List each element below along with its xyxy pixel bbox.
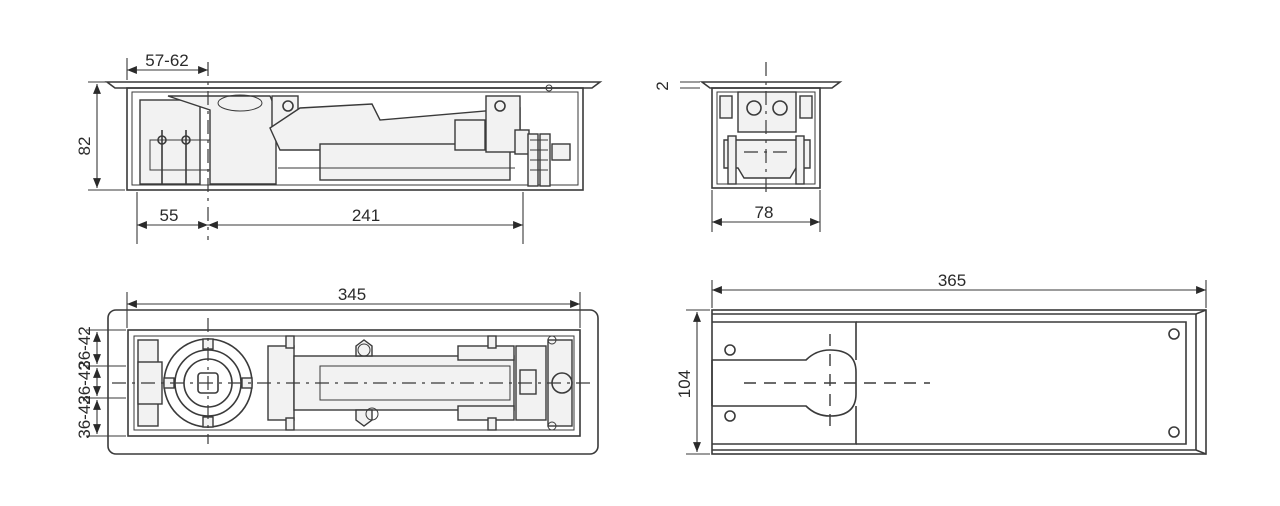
end-view [699,62,843,196]
cover-height-label: 104 [675,370,694,398]
cover-view-dimensions: 365 104 [675,271,1207,455]
dim-upper-label: 36-42 [75,326,94,369]
side-view [104,62,603,240]
top-view [107,309,599,455]
side-view-dimensions: 57-62 82 55 241 [75,51,524,244]
dim-height-label: 82 [75,137,94,156]
cover-length-label: 365 [938,271,966,290]
dim-right-label: 241 [352,206,380,225]
dim-width-label: 78 [755,203,774,222]
dim-middle-label: 36-42 [75,361,94,404]
dim-length-label: 345 [338,285,366,304]
top-view-dimensions: 345 36-42 36-42 36-42 [75,285,581,439]
dim-plate-label: 2 [653,81,672,90]
dim-offset-label: 57-62 [145,51,188,70]
cover-view [711,309,1207,455]
end-view-dimensions: 2 78 [653,81,821,232]
dim-left-label: 55 [160,206,179,225]
dim-lower-label: 36-42 [75,395,94,438]
